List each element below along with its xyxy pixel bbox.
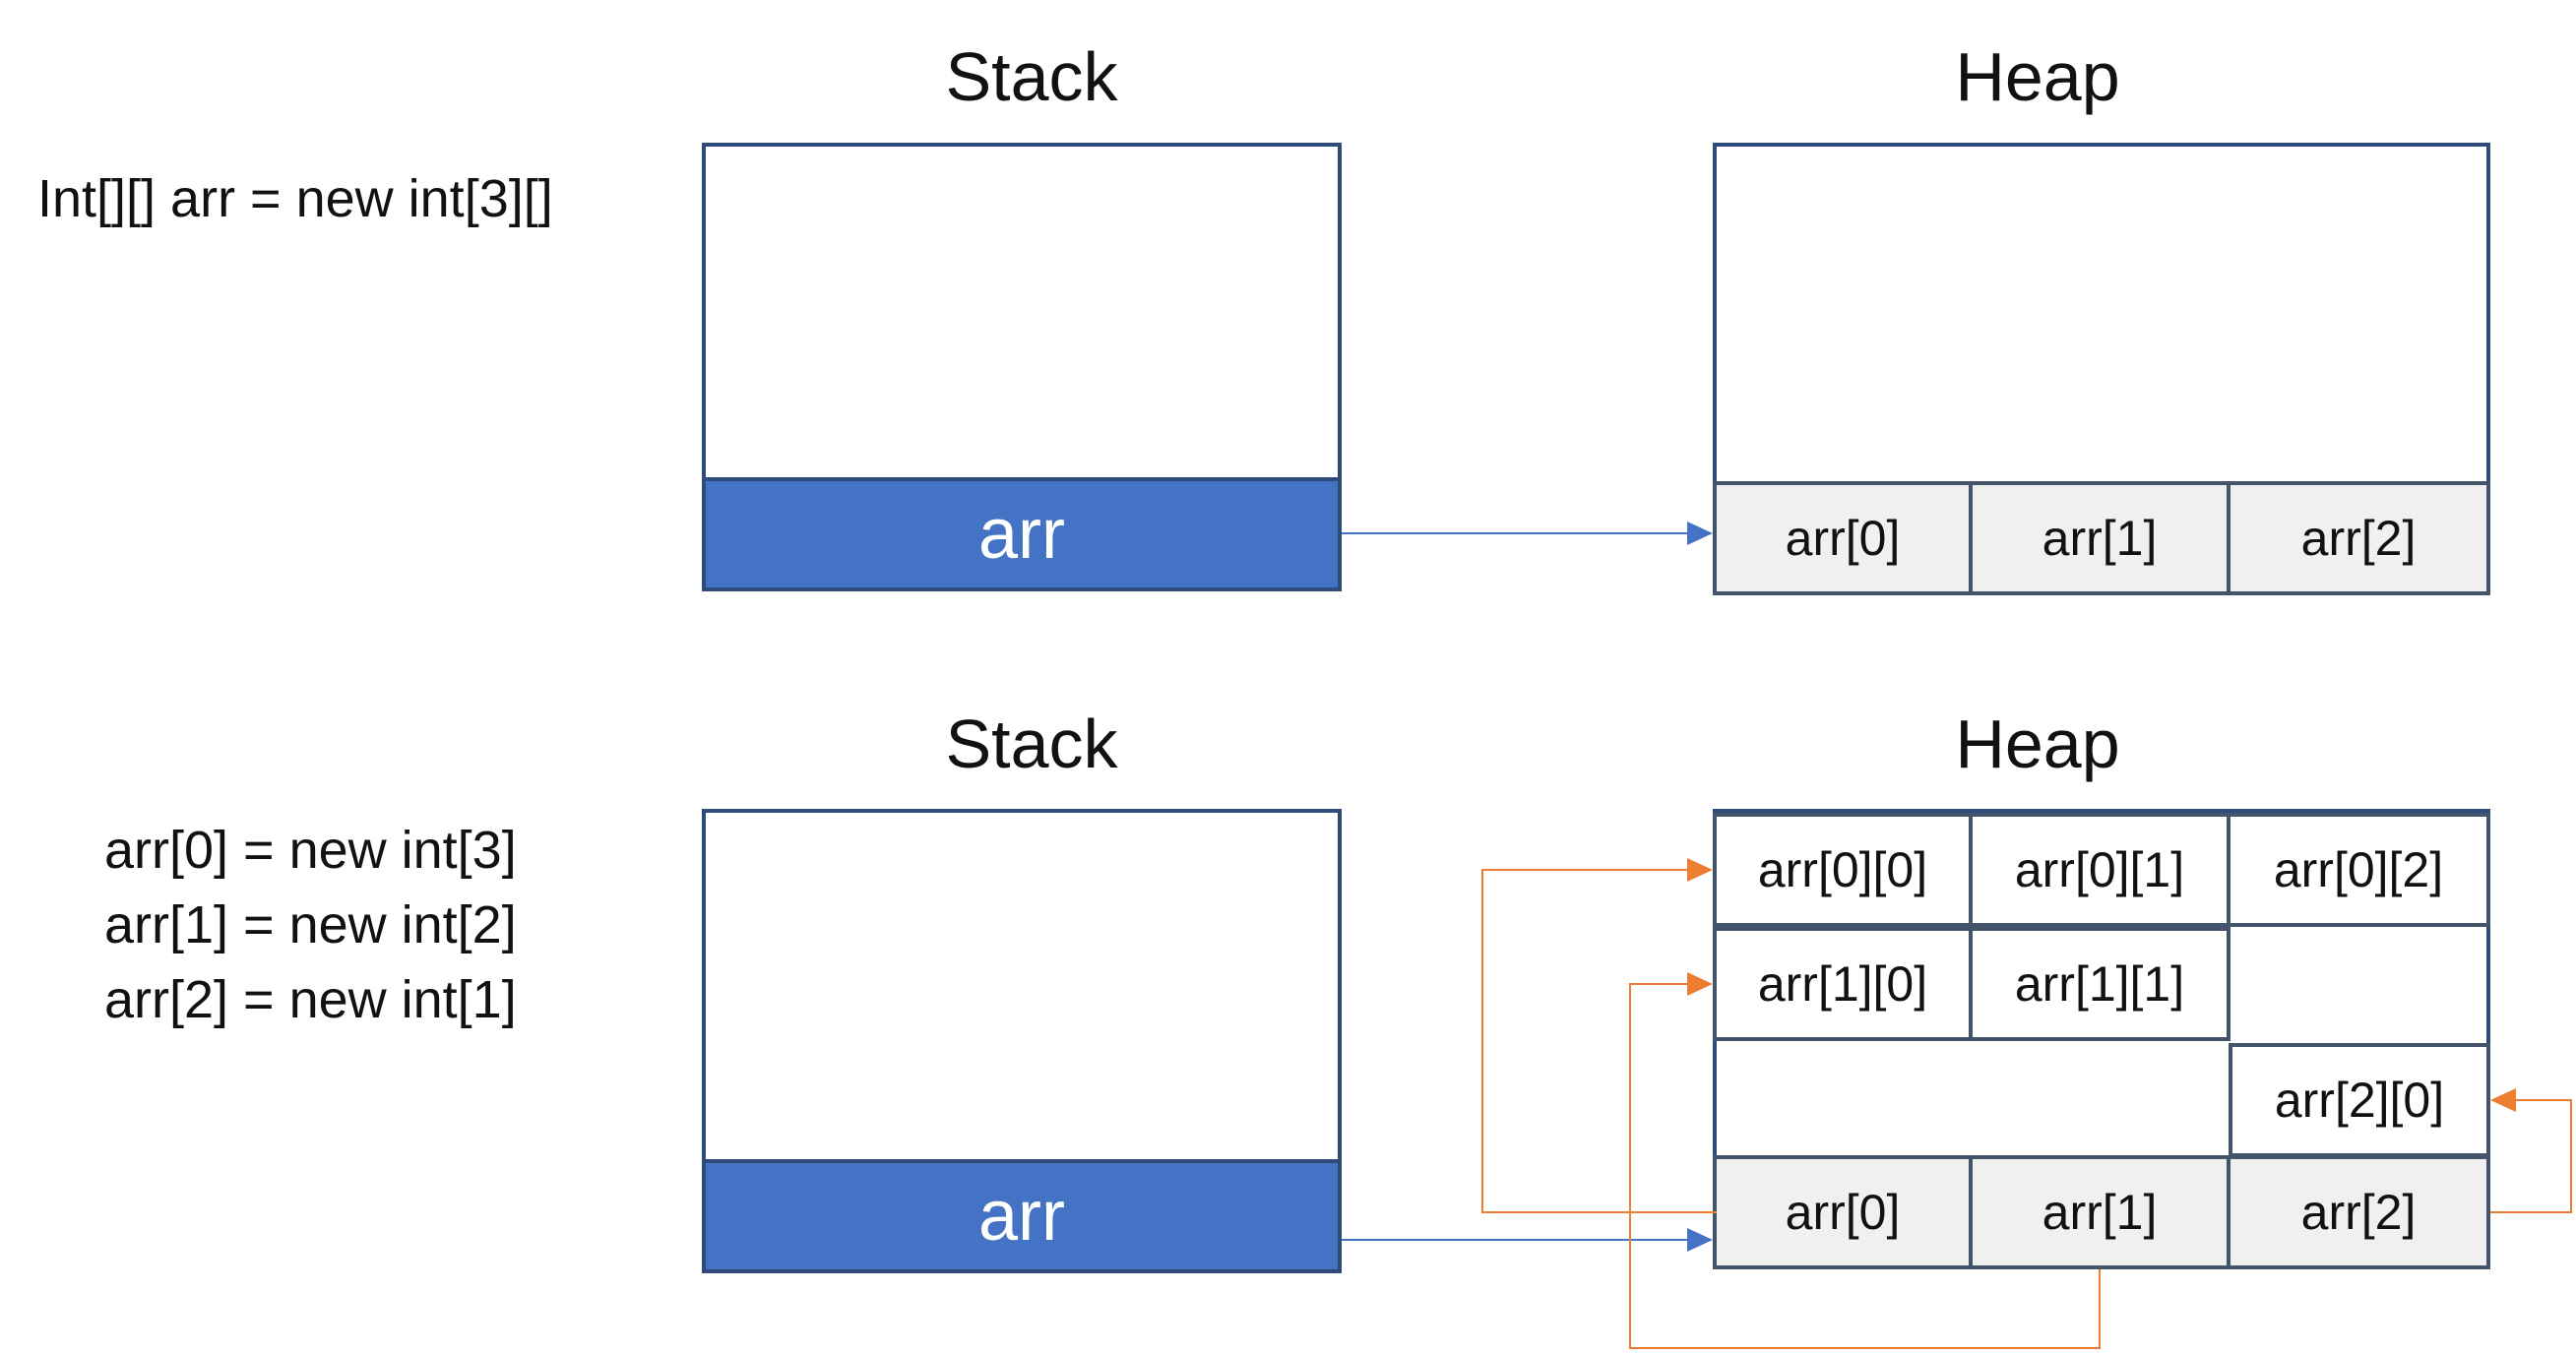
top-heap-cell-1: arr[1]	[1969, 481, 2230, 595]
bottom-heap-cell-0: arr[0]	[1713, 1155, 1973, 1269]
top-stack-title: Stack	[945, 38, 1118, 115]
heap-cell-arr-0-1: arr[0][1]	[1969, 813, 2230, 927]
top-heap-title: Heap	[1955, 38, 2120, 115]
bottom-heap-title: Heap	[1955, 706, 2120, 782]
bottom-stack-var-arr: arr	[702, 1159, 1342, 1273]
heap-cell-arr-0-0: arr[0][0]	[1713, 813, 1973, 927]
bottom-arr-pointer-arrow	[1342, 1228, 1713, 1252]
top-arr-pointer-arrow	[1342, 522, 1713, 545]
top-heap-cell-2: arr[2]	[2227, 481, 2490, 595]
bottom-code-line-1: arr[1] = new int[2]	[104, 895, 517, 954]
arr2-pointer-arrow	[2490, 1088, 2572, 1213]
bottom-stack-title: Stack	[945, 706, 1118, 782]
heap-cell-arr-2-0: arr[2][0]	[2229, 1043, 2490, 1157]
bottom-heap-cell-1: arr[1]	[1969, 1155, 2230, 1269]
top-code-line: Int[][] arr = new int[3][]	[37, 169, 553, 228]
bottom-code-line-2: arr[2] = new int[1]	[104, 970, 517, 1029]
arr0-pointer-arrow	[1481, 858, 1717, 1213]
heap-cell-arr-1-1: arr[1][1]	[1969, 927, 2230, 1041]
bottom-heap-cell-2: arr[2]	[2227, 1155, 2490, 1269]
bottom-code-line-0: arr[0] = new int[3]	[104, 821, 517, 880]
top-stack-var-arr: arr	[702, 477, 1342, 591]
heap-cell-arr-1-0: arr[1][0]	[1713, 927, 1973, 1041]
heap-cell-arr-0-2: arr[0][2]	[2227, 813, 2490, 927]
top-heap-cell-0: arr[0]	[1713, 481, 1973, 595]
